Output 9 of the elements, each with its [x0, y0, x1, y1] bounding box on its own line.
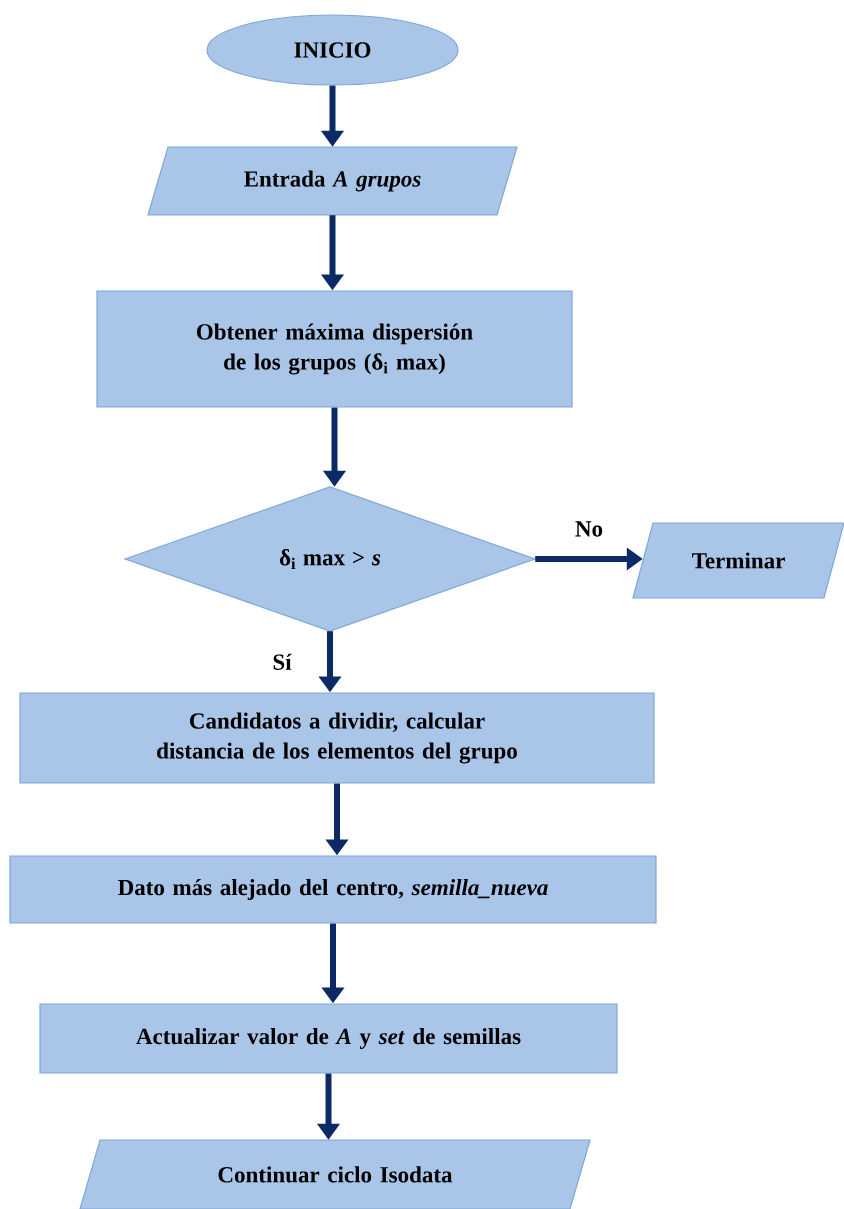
edge-label: Sí: [271, 652, 293, 671]
edge-label: No: [573, 520, 605, 538]
input-output-parallelogram: Continuar ciclo Isodata: [79, 1139, 591, 1209]
process-box: Obtener máxima dispersión de los grupos (δ$_{i}$ max): [96, 290, 573, 408]
process-box: Candidatos a dividir, calcular distancia de los elementos del grupo: [19, 692, 655, 784]
input-output-parallelogram: Entrada A grupos: [147, 146, 518, 216]
process-box: Actualizar valor de A y set de semillas: [39, 1003, 618, 1074]
process-box: Dato más alejado del centro, semilla_nueva: [9, 855, 657, 924]
input-output-parallelogram: Terminar: [632, 522, 844, 599]
